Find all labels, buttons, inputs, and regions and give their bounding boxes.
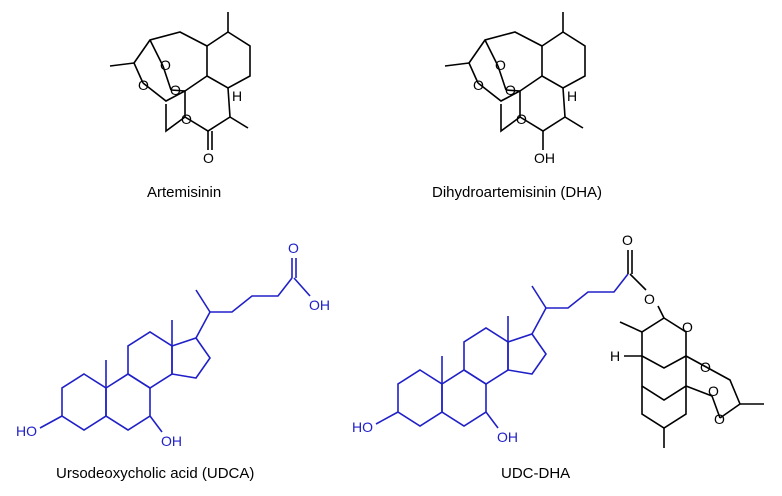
caption-udc-dha: UDC-DHA: [501, 465, 571, 482]
peroxide-o-2: O: [714, 411, 725, 427]
carbonyl-o: O: [203, 150, 214, 166]
caption-udca: Ursodeoxycholic acid (UDCA): [56, 465, 255, 482]
hydroxyl-label: OH: [534, 150, 555, 166]
peroxide-o-1: O: [160, 57, 171, 73]
dha-atoms: O O O O OH H: [473, 57, 577, 166]
h-label: H: [232, 88, 242, 104]
peroxide-o-1: O: [708, 383, 719, 399]
c3-ho-label: HO: [352, 419, 373, 435]
peroxide-o-2: O: [505, 82, 516, 98]
ring-o: O: [682, 319, 693, 335]
caption-artemisinin: Artemisinin: [147, 184, 222, 201]
ester-carbonyl-o: O: [622, 232, 633, 248]
udc-dha-atoms: O O O O O O H HO OH: [352, 232, 725, 445]
acid-oh-label: OH: [309, 297, 330, 313]
caption-dha: Dihydroartemisinin (DHA): [432, 184, 603, 201]
udc-dha-steroid: [375, 273, 629, 429]
artemisinin-atoms: O O O O O H: [138, 57, 242, 166]
artemisinin-structure: [109, 12, 251, 150]
ester-o: O: [644, 291, 655, 307]
c3-ho-label: HO: [16, 423, 37, 439]
dha-structure: [444, 12, 586, 150]
ether-o: O: [473, 77, 484, 93]
lactone-o: O: [181, 111, 192, 127]
ether-o: O: [138, 77, 149, 93]
udc-dha-artemisinin: [619, 305, 764, 448]
h-label: H: [567, 88, 577, 104]
udca-atoms: O OH HO OH: [16, 240, 330, 449]
c7-oh-label: OH: [161, 433, 182, 449]
udca-structure: [39, 258, 311, 433]
peroxide-o-1: O: [495, 57, 506, 73]
peroxide-o-2: O: [170, 82, 181, 98]
c7-oh-label: OH: [497, 429, 518, 445]
h-label: H: [610, 348, 620, 364]
udc-dha-linker: [627, 250, 647, 291]
ring-o: O: [516, 111, 527, 127]
acid-carbonyl-o: O: [288, 240, 299, 256]
ether-o: O: [700, 359, 711, 375]
